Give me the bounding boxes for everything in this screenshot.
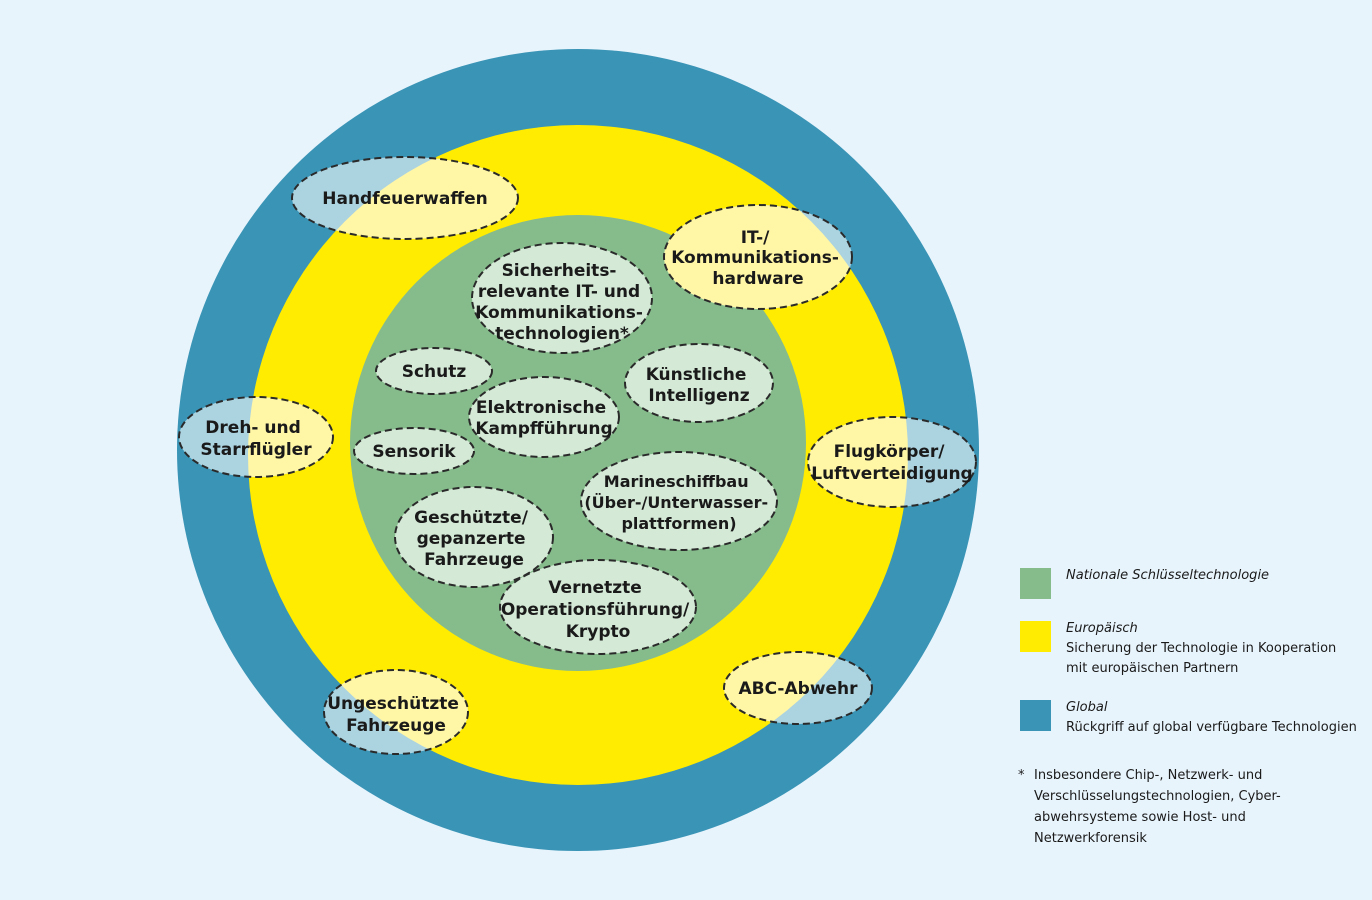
ellipse-sicherheitsrelevante-it: Sicherheits- relevante IT- und Kommunika… [471, 242, 653, 354]
footnote-line: Netzwerkforensik [1034, 831, 1147, 846]
global-swatch [1020, 700, 1051, 731]
svg-text:Vernetzte Operationsführ: Vernetzte Operationsführung/ Krypto [501, 578, 695, 642]
svg-text:ABC-Abwehr: ABC-Abwehr [738, 679, 858, 699]
legend-national-title: Nationale Schlüsseltechnologie [1066, 568, 1270, 583]
svg-text:Marineschiffbau (Über-/U: Marineschiffbau (Über-/Unterwasser- plat… [584, 472, 773, 533]
national-swatch [1020, 568, 1051, 599]
ellipse-schutz: Schutz [375, 347, 493, 395]
legend-global-title: Global [1066, 700, 1108, 715]
footnote-line: abwehrsysteme sowie Host- und [1034, 810, 1246, 825]
svg-text:Geschützte/ gepanzerte: Geschützte/ gepanzerte Fahrzeuge [414, 508, 534, 570]
legend-item-european: Europäisch Sicherung der Technologie in … [1020, 619, 1365, 679]
legend: Nationale Schlüsseltechnologie Europäisc… [1020, 566, 1365, 757]
footnote-marker: * [1018, 768, 1025, 783]
legend-item-national: Nationale Schlüsseltechnologie [1020, 566, 1365, 600]
ellipse-elektronische-kampffuehrung: Elektronische Kampfführung [468, 376, 620, 458]
ellipse-flugkoerper: Flugkörper/ Luftverteidigung [807, 416, 977, 508]
ellipse-sensorik: Sensorik [353, 427, 475, 475]
svg-text:Handfeuerwaffen: Handfeuerwaffen [322, 189, 488, 209]
footnote: * Insbesondere Chip-, Netzwerk- und Vers… [1018, 765, 1318, 849]
ellipse-dreh-starrfluegler: Dreh- und Starrflügler [178, 396, 334, 478]
svg-text:Sicherheits- relevante I: Sicherheits- relevante IT- und Kommunika… [475, 261, 649, 344]
legend-european-desc-1: Sicherung der Technologie in Kooperation [1066, 641, 1337, 656]
svg-text:Künstliche Intelligenz: Künstliche Intelligenz [646, 365, 753, 406]
legend-item-global: Global Rückgriff auf global verfügbare T… [1020, 698, 1365, 738]
ellipse-marineschiffbau: Marineschiffbau (Über-/Unterwasser- plat… [580, 451, 778, 551]
ellipse-abc-abwehr: ABC-Abwehr [723, 651, 873, 725]
legend-global-desc-1: Rückgriff auf global verfügbare Technolo… [1066, 720, 1357, 735]
legend-european-title: Europäisch [1066, 621, 1138, 636]
ellipse-it-hardware: IT-/ Kommunikations- hardware [663, 204, 853, 310]
svg-text:Schutz: Schutz [402, 362, 467, 382]
svg-text:IT-/ Kommunikations-: IT-/ Kommunikations- hardware [671, 228, 845, 289]
ellipse-handfeuerwaffen: Handfeuerwaffen [291, 156, 519, 240]
svg-text:Dreh- und Starrflügler: Dreh- und Starrflügler [200, 418, 312, 460]
svg-text:Flugkörper/ Luftverteidi: Flugkörper/ Luftverteidigung [811, 442, 972, 484]
ellipse-geschuetzte-fahrzeuge: Geschützte/ gepanzerte Fahrzeuge [394, 486, 554, 588]
european-swatch [1020, 621, 1051, 652]
ellipse-vernetzte-operationsfuehrung: Vernetzte Operationsführung/ Krypto [499, 559, 697, 655]
footnote-line: Insbesondere Chip-, Netzwerk- und [1034, 768, 1263, 783]
footnote-line: Verschlüsselungstechnologien, Cyber- [1034, 789, 1281, 804]
ellipse-kuenstliche-intelligenz: Künstliche Intelligenz [624, 343, 774, 423]
ellipse-ungeschuetzte-fahrzeuge: Ungeschützte Fahrzeuge [323, 669, 469, 755]
svg-text:Ungeschützte Fahrzeuge: Ungeschützte Fahrzeuge [327, 694, 465, 736]
svg-text:Sensorik: Sensorik [372, 442, 456, 462]
legend-european-desc-2: mit europäischen Partnern [1066, 661, 1239, 676]
svg-text:Elektronische Kampfführu: Elektronische Kampfführung [475, 398, 612, 439]
